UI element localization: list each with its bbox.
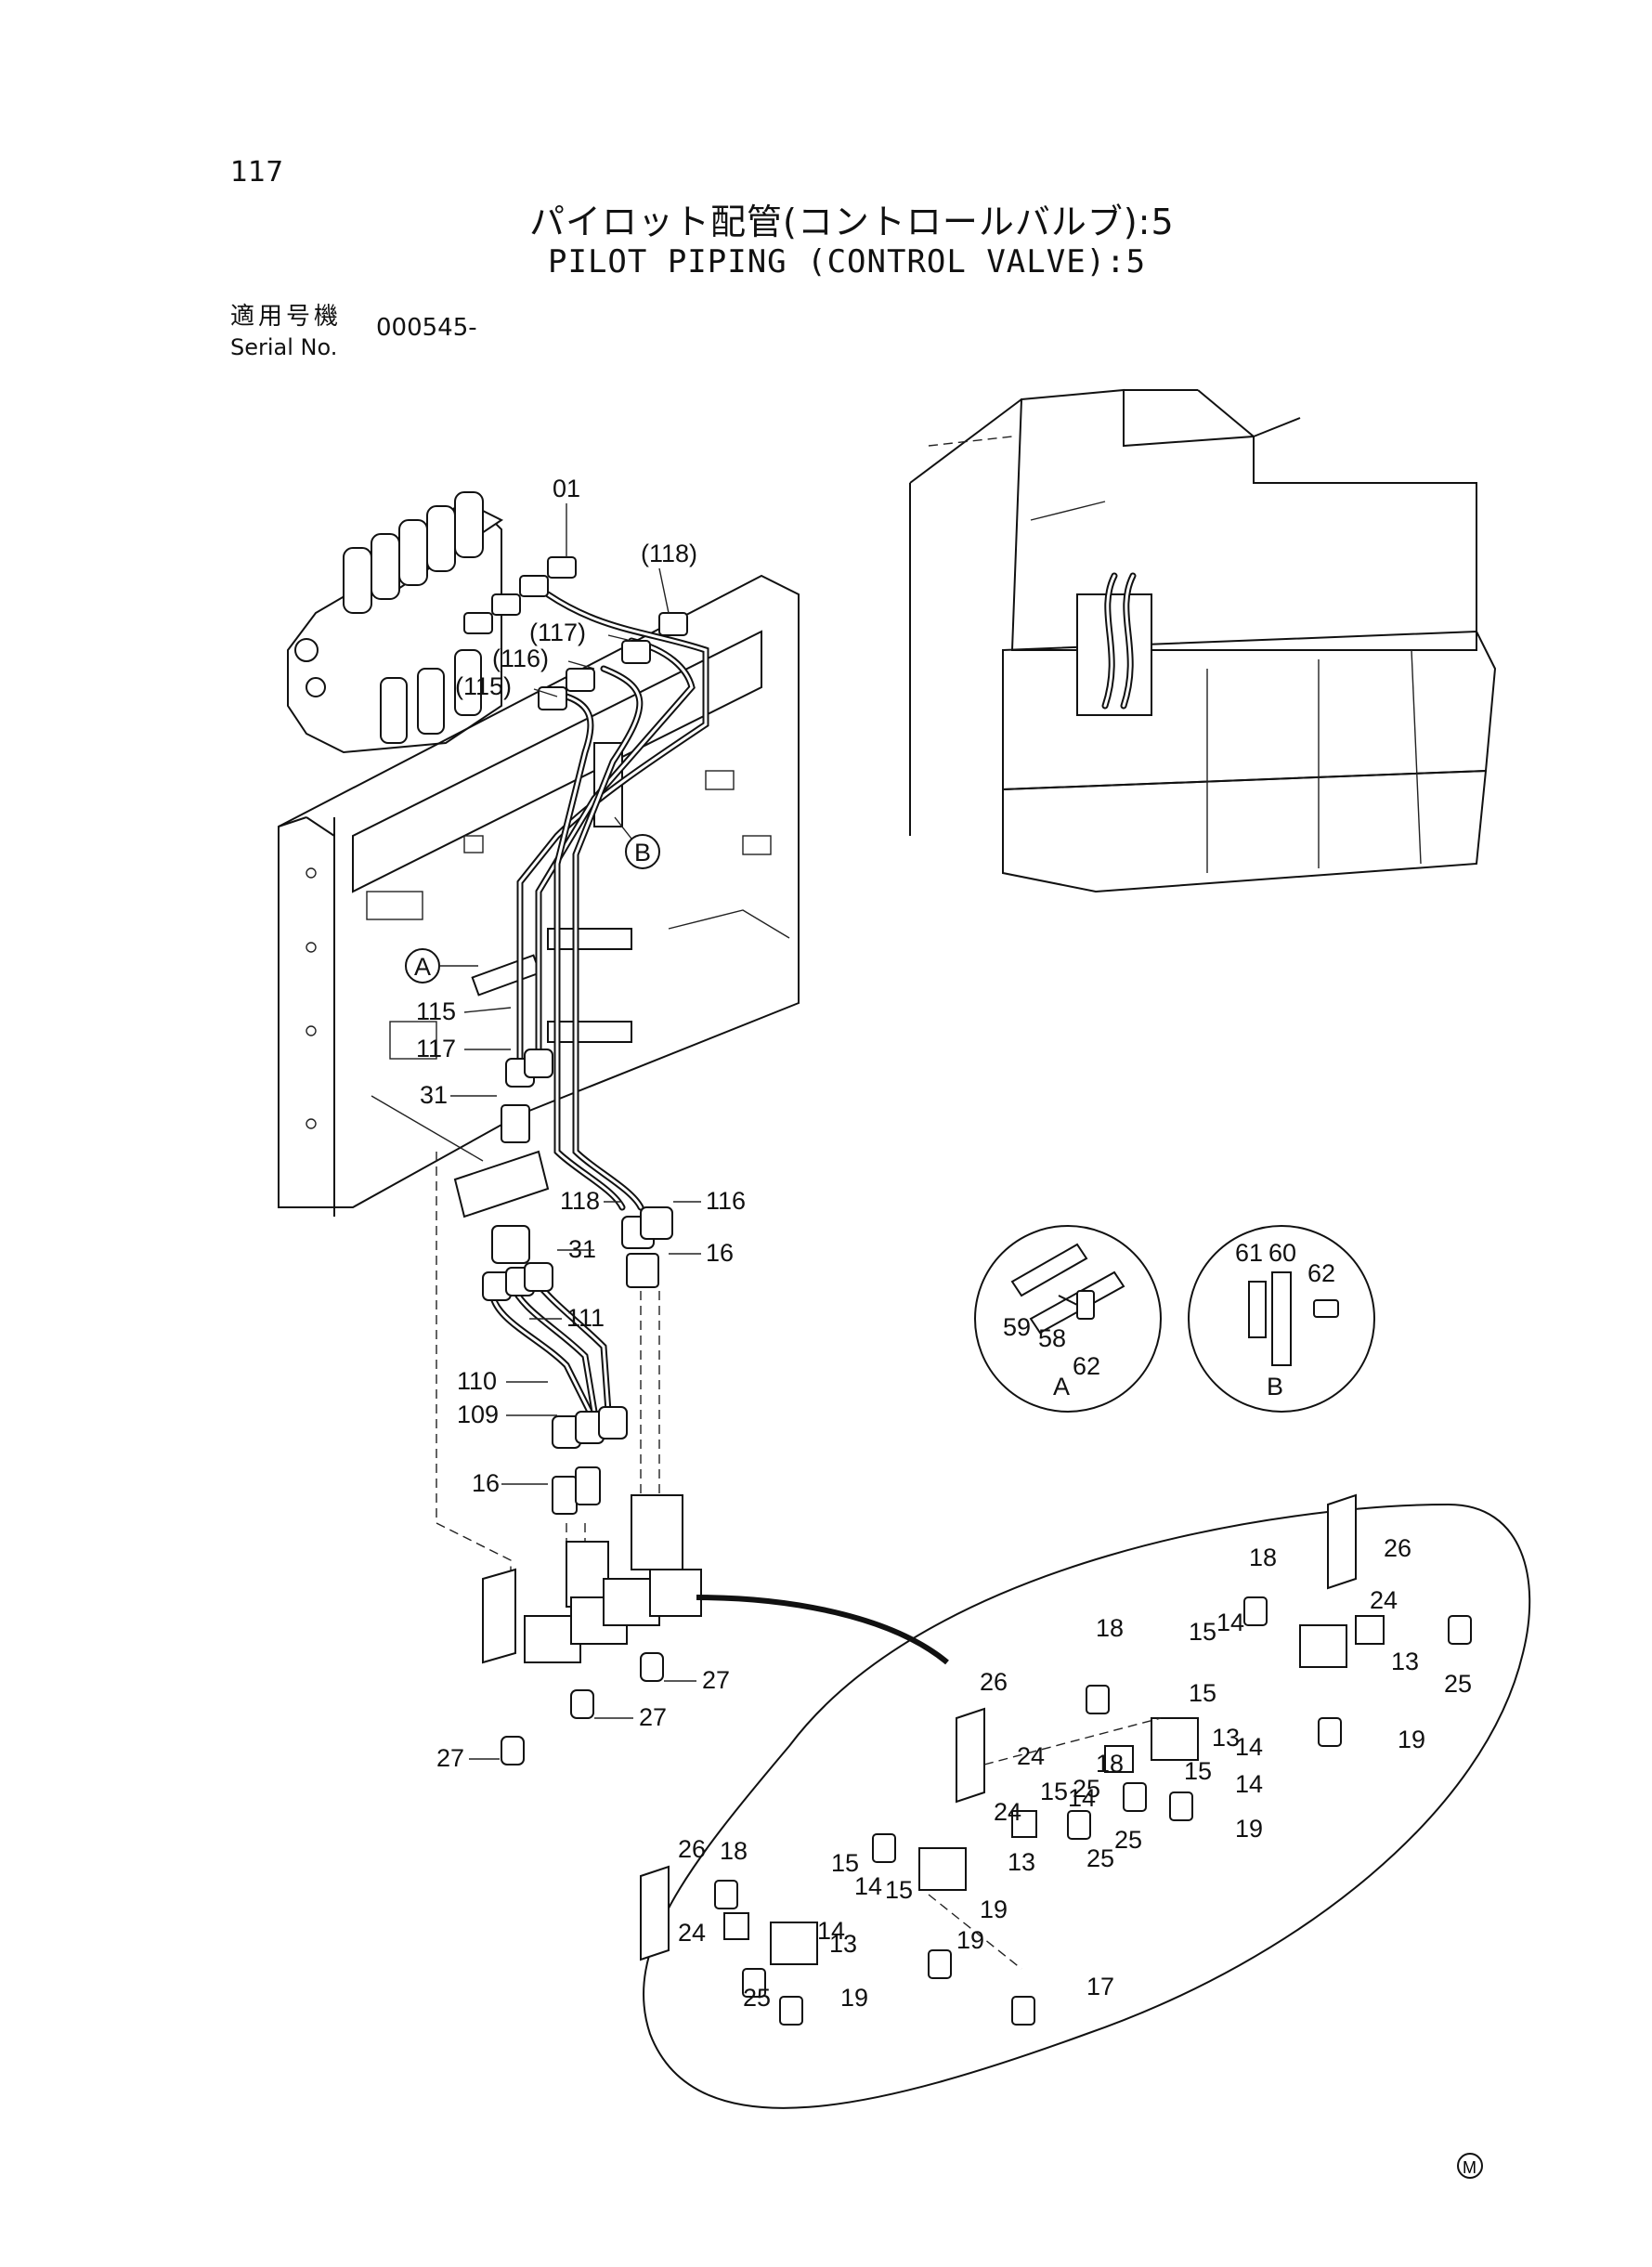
main-frame [278,574,800,1217]
callout-115: 115 [416,997,456,1025]
enlargement-callout-15: 15 [1189,1679,1216,1707]
detail-b-view-label: B [1267,1373,1283,1401]
callout-116-paren: (116) [492,645,549,672]
enlargement-callout-15: 15 [831,1849,859,1877]
serial-label-english: Serial No. [230,334,338,360]
detail-b-part-62: 62 [1307,1259,1335,1287]
enlargement-callout-18: 18 [1249,1544,1277,1571]
enlargement-callout-14: 14 [817,1917,845,1945]
enlargement-callout-13: 13 [1008,1848,1035,1876]
enlargement-callout-14: 14 [1068,1784,1096,1812]
enlargement-callout-19: 19 [1235,1815,1263,1843]
enlargement-callout-25: 25 [1114,1826,1142,1854]
callout-116: 116 [706,1187,746,1215]
callout-16-right: 16 [706,1239,734,1267]
enlargement-callout-18: 18 [720,1837,748,1865]
callout-115-paren: (115) [455,672,512,700]
pilot-pipes-upper [516,591,709,1211]
enlargement-callout-14: 14 [1235,1770,1263,1798]
page-title-japanese: パイロット配管(コントロールバルブ):5 [529,202,1175,242]
detail-a-part-58: 58 [1038,1324,1066,1352]
valve-fittings [463,556,688,710]
view-marker-a: A [405,948,478,984]
callout-labels: 01 (118) (117) (116) (115) 115 117 31 11… [416,475,746,1772]
detail-a-labels: 59 58 62 A [1003,1313,1100,1401]
callout-109: 109 [457,1401,499,1428]
detail-b-part-61: 61 [1235,1239,1263,1267]
detail-a-part-62: 62 [1073,1352,1100,1380]
enlargement-callout-15: 15 [885,1876,913,1904]
enlargement-callout-26: 26 [1384,1534,1411,1562]
enlargement-callout-25: 25 [1444,1670,1472,1698]
callout-31-upper: 31 [420,1081,448,1109]
svg-text:A: A [414,953,431,981]
enlargement-callout-25: 25 [1086,1844,1114,1872]
callout-118-paren: (118) [641,540,697,567]
view-marker-b: B [614,816,660,869]
enlargement-callout-19: 19 [980,1896,1008,1923]
control-valve-and-frame [287,491,503,754]
enlargement-callout-18: 18 [1096,1750,1124,1778]
callout-27-right: 27 [702,1666,730,1694]
enlargement-callout-13: 13 [829,1930,857,1958]
svg-text:B: B [634,839,651,866]
serial-number-value: 000545- [376,314,477,342]
machine-overview-drawing [909,388,1497,893]
serial-label-japanese: 適用号機 [230,303,343,331]
enlargement-callout-18: 18 [1096,1614,1124,1642]
enlargement-callout-26: 26 [980,1668,1008,1696]
enlargement-callout-13: 13 [1212,1724,1240,1752]
pipe-clamps [471,742,632,1043]
enlargement-callout-24: 24 [994,1798,1021,1826]
enlargement-callout-14: 14 [854,1872,882,1900]
enlargement-callout-13: 13 [1391,1648,1419,1675]
detail-a-view-label: A [1053,1373,1070,1401]
callout-01: 01 [553,475,580,502]
callout-27-left: 27 [436,1744,464,1772]
callout-27-middle: 27 [639,1703,667,1731]
callout-117: 117 [416,1035,456,1062]
detail-view-a [974,1225,1162,1413]
enlargement-callout-25: 25 [1073,1775,1100,1803]
svg-text:M: M [1463,2158,1476,2177]
enlargement-callout-25: 25 [743,1984,771,2012]
manufacturer-mark: M [1457,2153,1483,2179]
enlargement-callout-24: 24 [678,1919,706,1947]
bottom-blocks [482,1494,949,1765]
enlargement-callout-19: 19 [1398,1726,1425,1753]
lower-pipe-assembly [436,1049,673,1607]
detail-b-part-60: 60 [1268,1239,1296,1267]
enlargement-callout-15: 15 [1189,1618,1216,1646]
enlargement-callout-17: 17 [1086,1973,1114,2000]
callout-118: 118 [560,1187,600,1215]
enlargement-callout-19: 19 [956,1926,984,1954]
enlargement-callout-24: 24 [1370,1586,1398,1614]
callout-111: 111 [566,1304,605,1332]
enlargement-callout-15: 15 [1040,1778,1068,1805]
callout-31-lower: 31 [568,1235,596,1263]
enlargement-callout-14: 14 [1216,1609,1244,1636]
enlarged-view [640,1493,1531,2109]
enlargement-callout-14: 14 [1235,1733,1263,1761]
callout-117-paren: (117) [529,619,586,646]
enlargement-callout-26: 26 [678,1835,706,1863]
page-number: 117 [230,156,284,189]
callout-16-left: 16 [472,1469,500,1497]
callout-110: 110 [457,1367,497,1395]
enlargement-callout-19: 19 [840,1984,868,2012]
page-title-english: PILOT PIPING (CONTROL VALVE):5 [548,243,1147,280]
detail-a-part-59: 59 [1003,1313,1031,1341]
detail-view-b [1188,1225,1375,1413]
enlargement-callout-24: 24 [1017,1742,1045,1770]
detail-b-labels: 61 60 62 B [1235,1239,1335,1401]
leader-lines [450,503,701,1760]
enlargement-callout-15: 15 [1184,1757,1212,1785]
